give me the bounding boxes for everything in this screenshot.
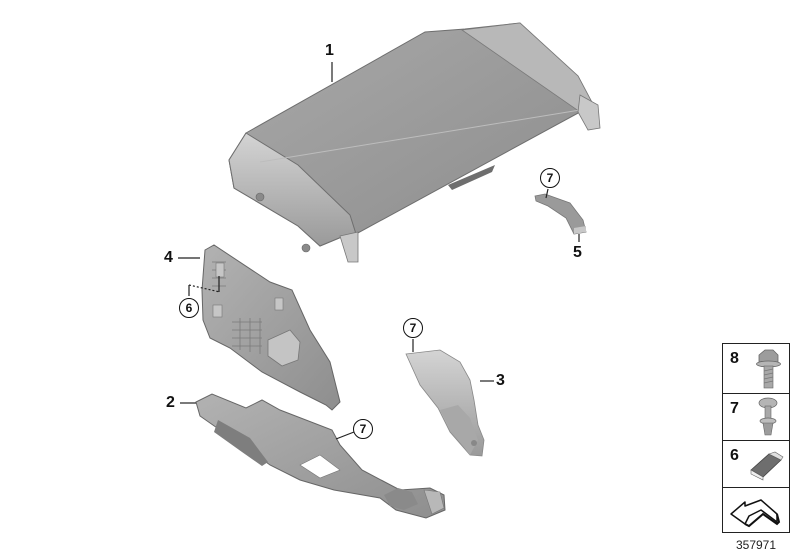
callout-3: 3	[496, 372, 505, 389]
part-5-small-clip-bracket	[534, 193, 587, 235]
circled-ref-6-part4: 6	[179, 298, 199, 318]
diagram-reference-number: 357971	[735, 538, 777, 552]
legend-item-direction	[723, 488, 789, 532]
callout-1: 1	[325, 42, 334, 59]
circled-ref-7-part3: 7	[403, 318, 423, 338]
circled-ref-7-part2: 7	[353, 419, 373, 439]
hex-flange-bolt-icon	[751, 347, 785, 398]
callout-2: 2	[166, 394, 175, 411]
legend-number: 7	[730, 400, 739, 417]
hardware-legend: 8 7 6	[722, 343, 790, 533]
direction-arrow-icon	[727, 492, 787, 533]
circled-ref-7-part5: 7	[540, 168, 560, 188]
spring-nut-clip-icon	[745, 444, 785, 491]
part-1-cover-lid	[228, 22, 601, 263]
part-2-lower-bracket	[195, 393, 446, 519]
legend-item-6: 6	[723, 441, 789, 488]
legend-number: 8	[730, 350, 739, 367]
legend-number: 6	[730, 447, 739, 464]
callout-5: 5	[573, 244, 582, 261]
part-4-side-panel-left	[201, 244, 341, 411]
legend-item-7: 7	[723, 394, 789, 441]
legend-item-8: 8	[723, 344, 789, 394]
callout-4: 4	[164, 249, 173, 266]
part-3-side-trim-right	[405, 349, 485, 457]
push-rivet-clip-icon	[751, 397, 785, 444]
leader-lines	[178, 62, 580, 440]
